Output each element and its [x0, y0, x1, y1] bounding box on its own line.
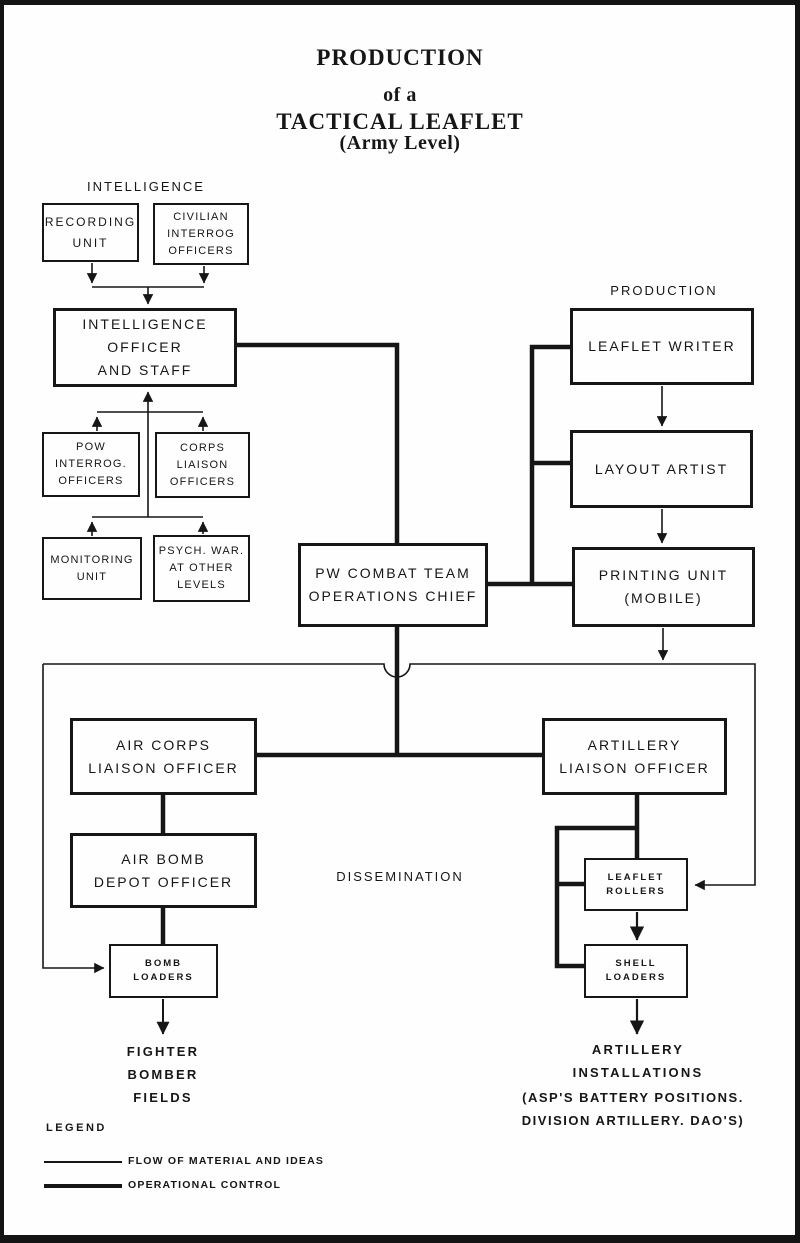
box-intelligence-officer: INTELLIGENCE OFFICER AND STAFF — [53, 308, 237, 387]
flow-of-material-lines — [42, 263, 756, 1035]
title-line-4: (Army Level) — [339, 132, 461, 154]
box-pow-interrog: POW INTERROG. OFFICERS — [42, 432, 140, 497]
section-label-production: PRODUCTION — [610, 283, 718, 298]
box-air-bomb-depot: AIR BOMB DEPOT OFFICER — [70, 833, 257, 908]
title-line-2: of a — [383, 84, 417, 106]
box-artillery-liaison: ARTILLERY LIAISON OFFICER — [542, 718, 727, 795]
legend-title: LEGEND — [46, 1122, 107, 1134]
box-leaflet-rollers: LEAFLET ROLLERS — [584, 858, 688, 911]
title-line-1: PRODUCTION — [316, 45, 484, 70]
label-fighter-bomber-fields: FIGHTER BOMBER FIELDS — [126, 1044, 200, 1105]
legend-label-control: OPERATIONAL CONTROL — [128, 1179, 282, 1191]
label-artillery-installations: ARTILLERY INSTALLATIONS — [572, 1042, 704, 1080]
box-corps-liaison: CORPS LIAISON OFFICERS — [155, 432, 250, 498]
control-riser-to-writer — [529, 344, 570, 586]
title-line-3: TACTICAL LEAFLET — [276, 109, 524, 134]
box-recording-unit: RECORDING UNIT — [42, 203, 139, 262]
distribution-line-right-to-leaflet-rollers — [43, 663, 756, 891]
legend-thick-line-swatch — [44, 1184, 122, 1188]
label-artillery-note: (ASP'S BATTERY POSITIONS. DIVISION ARTIL… — [521, 1090, 745, 1128]
legend-thin-line-swatch — [44, 1161, 122, 1163]
section-label-dissemination: DISSEMINATION — [336, 869, 464, 884]
section-label-intelligence: INTELLIGENCE — [87, 179, 205, 194]
box-air-corps-liaison: AIR CORPS LIAISON OFFICER — [70, 718, 257, 795]
box-leaflet-writer: LEAFLET WRITER — [570, 308, 754, 385]
box-pw-combat-team: PW COMBAT TEAM OPERATIONS CHIEF — [298, 543, 488, 627]
box-layout-artist: LAYOUT ARTIST — [570, 430, 753, 508]
box-monitoring-unit: MONITORING UNIT — [42, 537, 142, 600]
box-psych-war: PSYCH. WAR. AT OTHER LEVELS — [153, 535, 250, 602]
box-bomb-loaders: BOMB LOADERS — [109, 944, 218, 998]
box-shell-loaders: SHELL LOADERS — [584, 944, 688, 998]
control-branch-to-shell-loaders — [554, 825, 637, 969]
box-printing-unit: PRINTING UNIT (MOBILE) — [572, 547, 755, 627]
operational-control-lines — [160, 342, 640, 969]
legend-label-flow: FLOW OF MATERIAL AND IDEAS — [128, 1155, 325, 1167]
control-intel-to-pw-combat — [237, 342, 400, 543]
distribution-line-left-to-bomb-loaders — [42, 664, 105, 974]
box-civilian-interrog: CIVILIAN INTERROG OFFICERS — [153, 203, 249, 265]
